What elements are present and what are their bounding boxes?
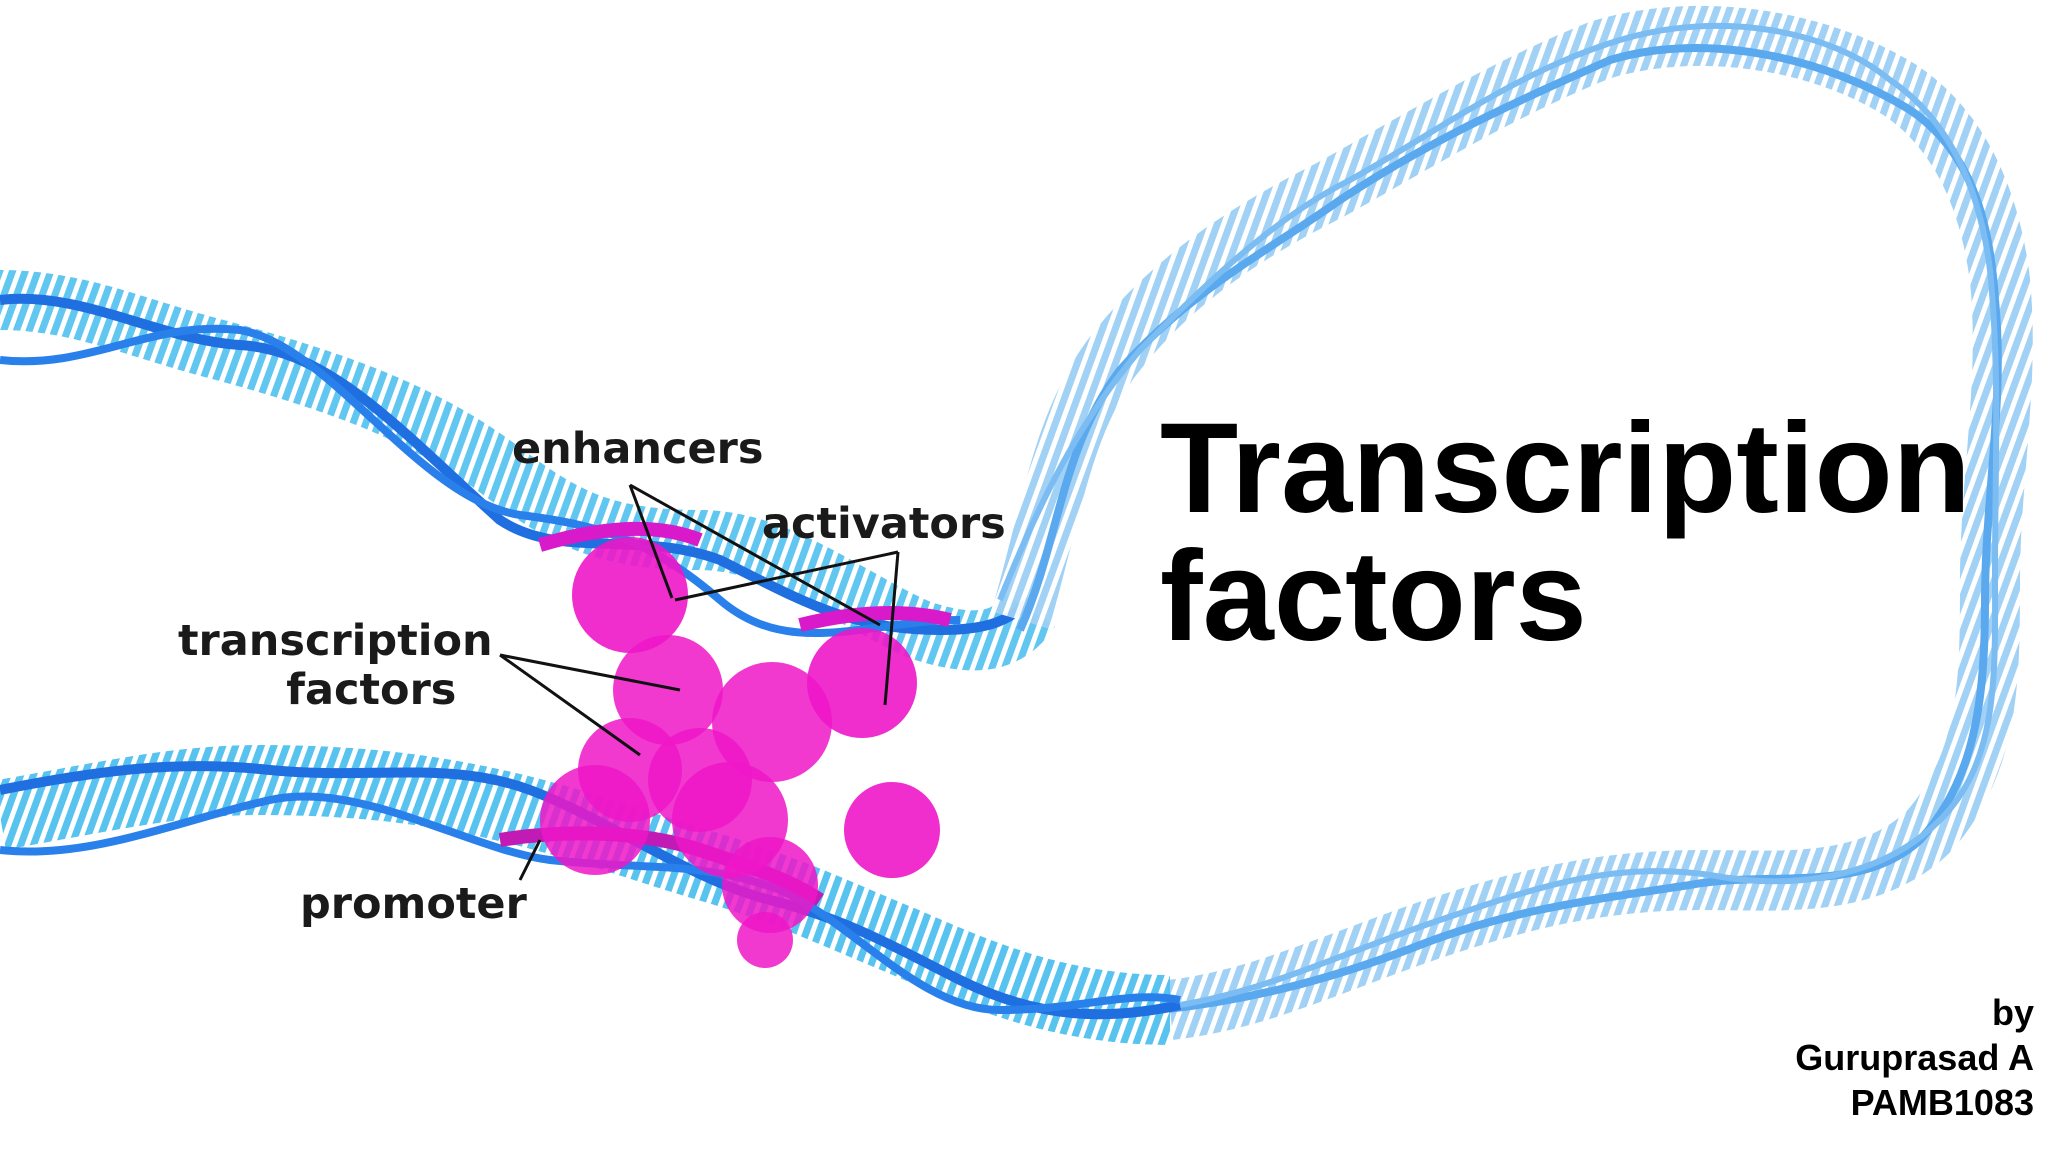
promoter-label: promoter [300,879,527,929]
activators-label: activators [762,499,1006,549]
byline-author: Guruprasad A [1795,1037,2034,1078]
byline: by Guruprasad A PAMB1083 [1795,990,2034,1125]
enhancer-segments [537,521,952,632]
transcription-factors-label-line2: factors [286,665,457,716]
slide-title-line1: Transcription [1160,397,1971,540]
slide-title-line2: factors [1160,525,1587,668]
byline-id: PAMB1083 [1850,1082,2034,1123]
dna-loop [991,5,2033,1040]
transcription-factors-label: transcription factors [178,616,493,716]
slide-title: Transcription factors [1160,405,1971,661]
enhancers-label: enhancers [512,424,764,474]
byline-by: by [1991,992,2034,1033]
transcription-factor-proteins [540,635,832,968]
transcription-factors-label-line1: transcription [178,616,493,666]
leader-lines [499,483,900,881]
